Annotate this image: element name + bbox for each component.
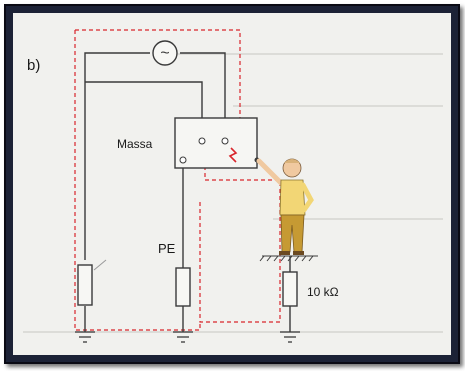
floor-hatch: [259, 255, 318, 262]
background-texture: [233, 105, 443, 107]
pe-label: PE: [158, 241, 176, 256]
fault-spark-icon: [228, 147, 238, 163]
ground-symbol-icon: [173, 331, 193, 343]
ac-source-icon: ~: [152, 40, 178, 66]
fault-current-path: [74, 29, 281, 331]
ground-symbol-icon: [75, 331, 95, 343]
fault-path-segment: [75, 29, 281, 323]
fault-path-segment: [74, 30, 201, 331]
phase-wire-to-body: [180, 52, 226, 140]
equipment-enclosure: [174, 117, 260, 169]
terminal-neutral: [198, 137, 206, 145]
person-touching-enclosure-icon: [256, 158, 314, 255]
ac-source-symbol: ~: [160, 45, 169, 62]
ground-symbol-icon: [280, 331, 300, 343]
background-texture: [23, 331, 443, 333]
terminal-phase: [221, 137, 229, 145]
resistor-value-label: 10 kΩ: [307, 285, 339, 299]
background-texture: [163, 53, 443, 55]
body-label: Massa: [117, 137, 153, 151]
resistor-person: [282, 271, 298, 307]
resistor-pe: [175, 267, 191, 307]
terminal-pe: [179, 156, 187, 164]
resistor-variable-mark: [93, 259, 107, 271]
panel-label: b): [27, 57, 40, 74]
resistor-left: [77, 264, 93, 306]
background-texture: [273, 218, 443, 220]
phase-wire: [84, 52, 150, 260]
